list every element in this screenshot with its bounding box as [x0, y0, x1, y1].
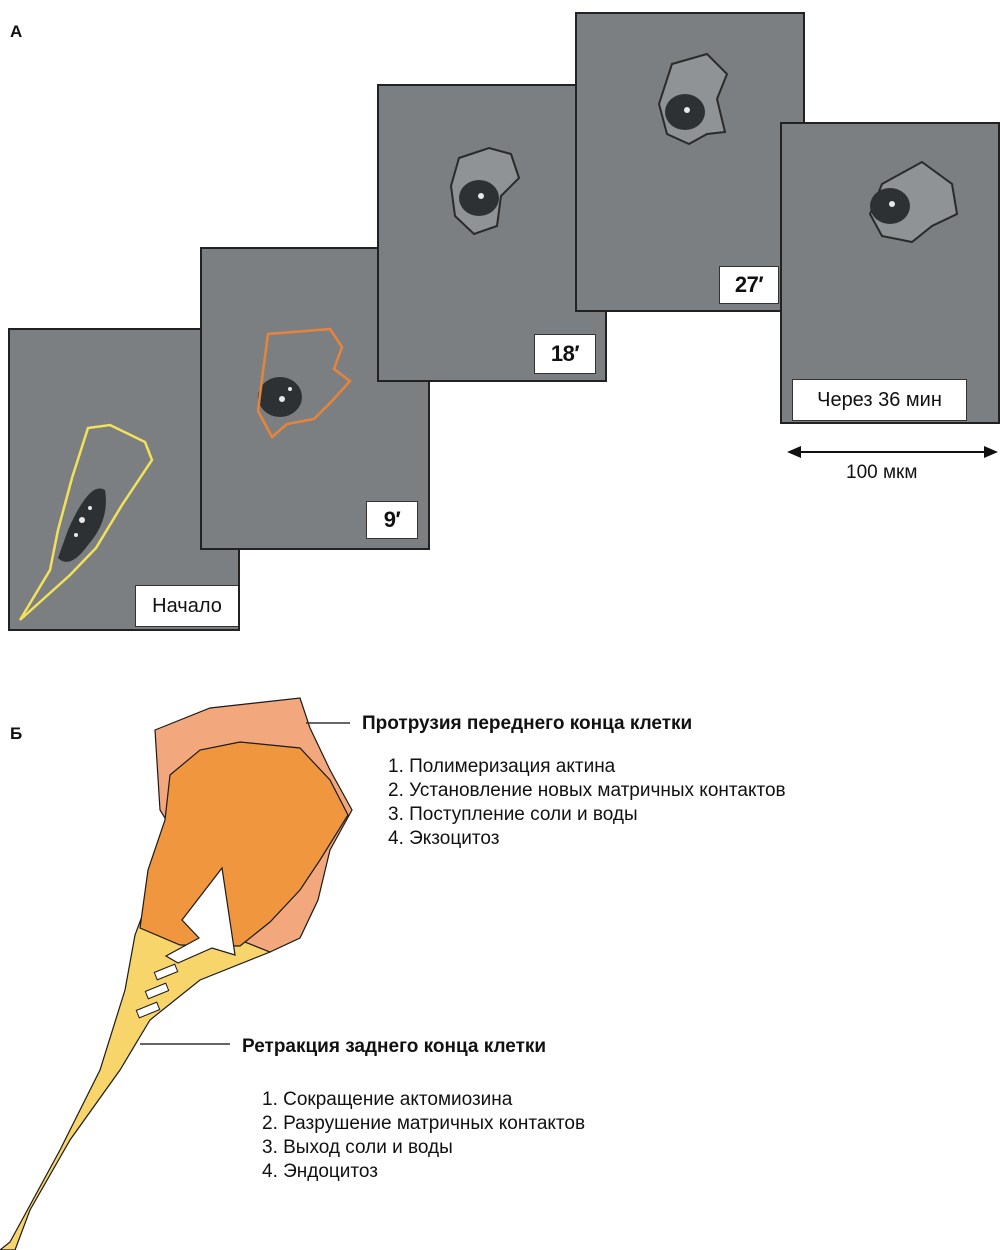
retraction-step: 3. Выход соли и воды	[262, 1136, 585, 1160]
time-label-9min: 9′	[366, 501, 418, 539]
protrusion-step: 2. Установление новых матричных контакто…	[388, 779, 786, 803]
protrusion-steps: 1. Полимеризация актина 2. Установление …	[388, 755, 786, 851]
retraction-step: 2. Разрушение матричных контактов	[262, 1112, 585, 1136]
retraction-title: Ретракция заднего конца клетки	[242, 1036, 546, 1058]
protrusion-title: Протрузия переднего конца клетки	[362, 713, 692, 735]
micrograph-36min: Через 36 мин	[780, 122, 1000, 424]
granule	[288, 387, 292, 391]
granule	[684, 107, 690, 113]
protrusion-step: 4. Экзоцитоз	[388, 827, 786, 851]
retraction-step: 4. Эндоцитоз	[262, 1160, 585, 1184]
panel-a-letter: А	[10, 22, 22, 42]
granule	[889, 201, 895, 207]
granule	[74, 533, 78, 537]
time-label-start: Начало	[135, 585, 239, 627]
granule	[88, 506, 92, 510]
retraction-step: 1. Сокращение актомиозина	[262, 1088, 585, 1112]
protrusion-step: 3. Поступление соли и воды	[388, 803, 786, 827]
time-label-36min: Через 36 мин	[792, 379, 967, 421]
protrusion-step: 1. Полимеризация актина	[388, 755, 786, 779]
granule	[279, 396, 285, 402]
retraction-steps: 1. Сокращение актомиозина 2. Разрушение …	[262, 1088, 585, 1184]
scale-bar-arrow-left	[787, 446, 801, 458]
granule	[79, 517, 85, 523]
granule	[478, 193, 484, 199]
micrograph-27min: 27′	[575, 12, 805, 312]
time-label-27min: 27′	[719, 266, 779, 304]
scale-bar-label: 100 мкм	[846, 462, 917, 484]
scale-bar	[785, 440, 1000, 464]
micrograph-18min: 18′	[377, 84, 607, 382]
time-label-18min: 18′	[534, 334, 596, 374]
scale-bar-arrow-right	[984, 446, 998, 458]
